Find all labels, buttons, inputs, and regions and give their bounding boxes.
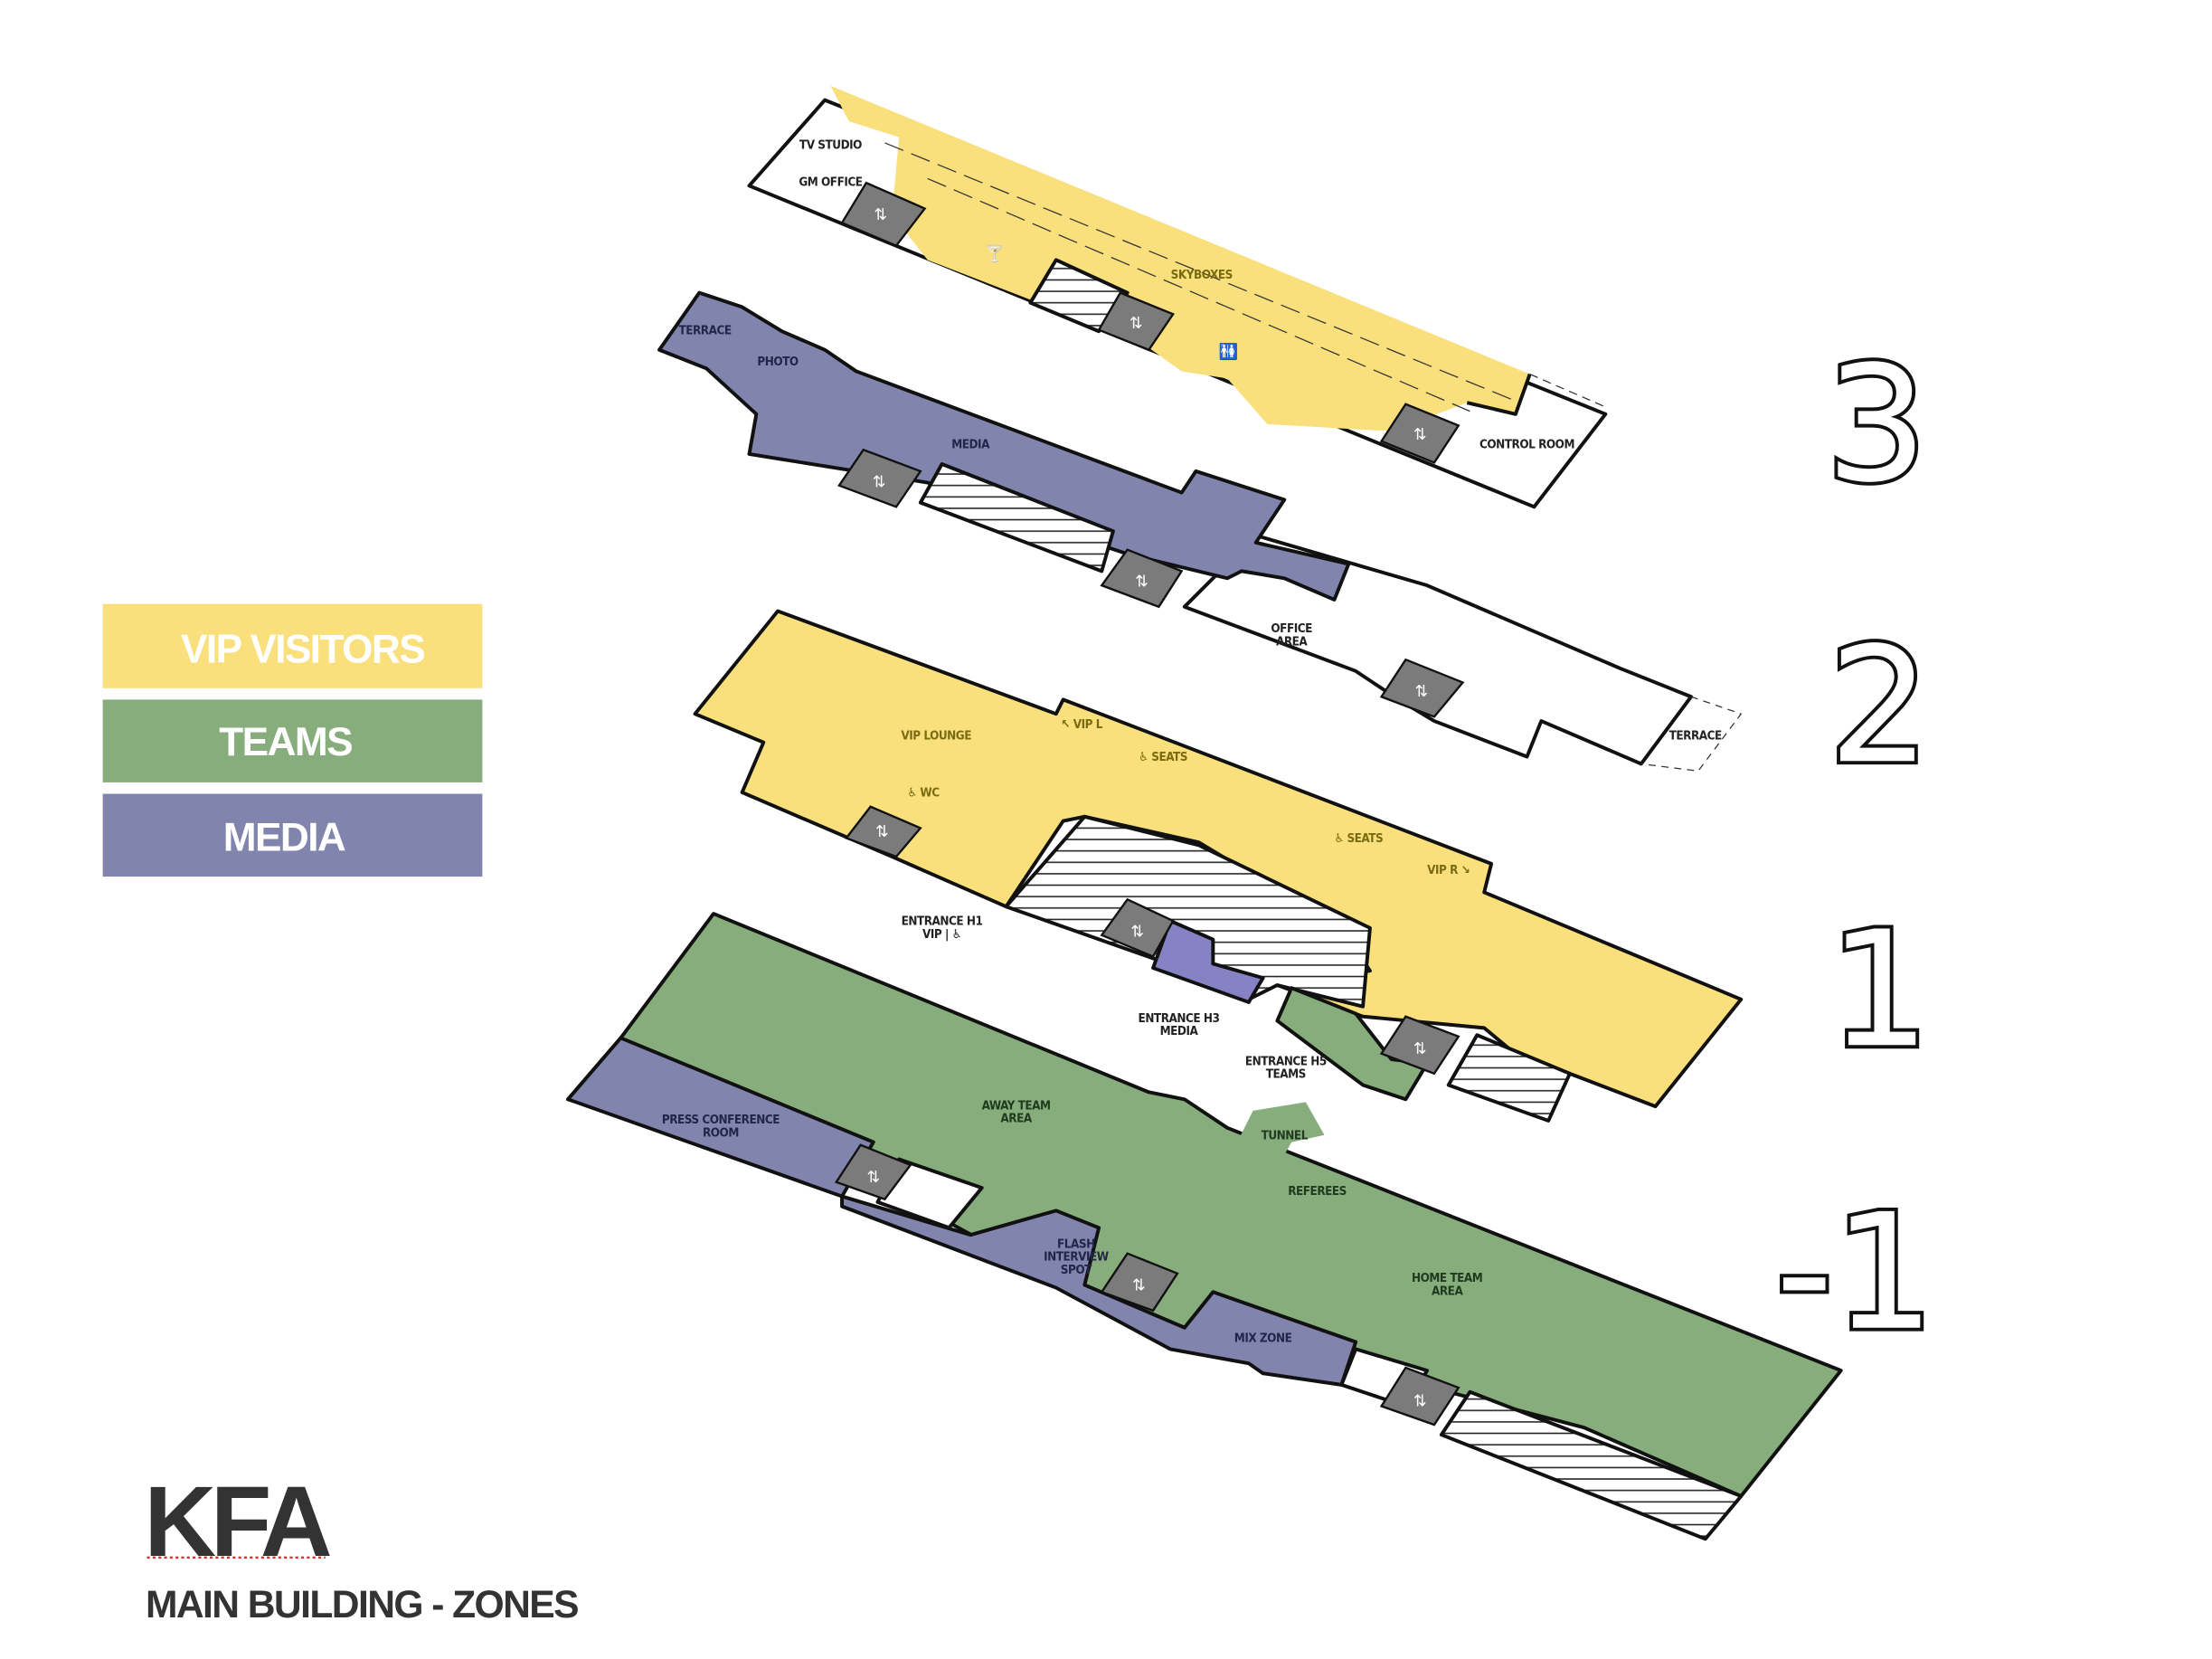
svg-text:⇅: ⇅ — [1414, 682, 1428, 700]
legend-media-label: MEDIA — [223, 816, 345, 860]
home-team-label-2: AREA — [1432, 1285, 1463, 1298]
seats-1-label: ♿ SEATS — [1139, 751, 1187, 764]
legend-vip-label: VIP VISITORS — [181, 627, 424, 671]
bar-icon: 🍸 — [985, 243, 1005, 262]
svg-text:⇅: ⇅ — [875, 822, 889, 840]
svg-text:⇅: ⇅ — [1132, 1276, 1146, 1294]
level-number-1: 1 — [1829, 896, 1930, 1083]
legend: VIP VISITORS TEAMS MEDIA — [102, 603, 483, 877]
flash-interview-label-2: INTERVIEW — [1044, 1251, 1109, 1265]
away-team-label-2: AREA — [1000, 1113, 1032, 1126]
svg-text:⇅: ⇅ — [1130, 922, 1144, 940]
wc-icon: 🚻 — [1219, 343, 1239, 361]
svg-text:⇅: ⇅ — [1413, 425, 1427, 443]
tunnel-zone — [1215, 1102, 1325, 1207]
tunnel-label: TUNNEL — [1262, 1129, 1309, 1142]
vip-lounge-label: VIP LOUNGE — [901, 730, 971, 744]
level-number-2: 2 — [1829, 612, 1930, 799]
vip-r-label: VIP R ↘ — [1427, 864, 1470, 877]
level-3-floor: ⇅ ⇅ ⇅ TV STUDIO GM OFFICE SKYBOXES CONTROL… — [747, 85, 1608, 509]
away-team-label: AWAY TEAM — [982, 1099, 1051, 1113]
svg-text:⇅: ⇅ — [867, 1168, 881, 1186]
level-minus-1-floor: ⇅ ⇅ ⇅ PRESS CONFERENCE ROOM AWAY TEAM AREA… — [566, 912, 1843, 1541]
gm-office-label: GM OFFICE — [799, 175, 862, 189]
terrace-left-label: TERRACE — [678, 324, 731, 337]
skyboxes-label: SKYBOXES — [1171, 269, 1233, 282]
vip-l-label: ↖ VIP L — [1061, 718, 1102, 732]
home-team-label: HOME TEAM — [1412, 1272, 1482, 1285]
legend-media-swatch — [102, 793, 483, 877]
skyboxes-zone — [830, 85, 1530, 431]
seats-2-label: ♿ SEATS — [1334, 832, 1383, 846]
svg-text:⇅: ⇅ — [873, 472, 886, 490]
entrance-h3-label: ENTRANCE H3 — [1139, 1012, 1220, 1026]
media-corridor-zone — [840, 1194, 1358, 1387]
mix-zone-label: MIX ZONE — [1234, 1332, 1292, 1346]
svg-text:⇅: ⇅ — [1413, 1039, 1427, 1057]
entrance-h3-sublabel: MEDIA — [1160, 1025, 1199, 1038]
subtitle: MAIN BUILDING - ZONES — [146, 1583, 578, 1626]
entrance-h5-sublabel: TEAMS — [1266, 1068, 1306, 1082]
kfa-logo: KFA — [144, 1466, 330, 1578]
office-area-label-2: AREA — [1276, 635, 1308, 649]
entrance-h5-label: ENTRANCE H5 — [1245, 1055, 1327, 1068]
svg-text:⇅: ⇅ — [1413, 1392, 1427, 1410]
media-zone — [657, 290, 1351, 602]
tv-studio-label: TV STUDIO — [799, 138, 862, 152]
terrace-right-label: TERRACE — [1669, 730, 1722, 744]
entrance-h3-media-zone — [1151, 919, 1265, 1004]
photo-label: PHOTO — [757, 356, 799, 369]
legend-vip-swatch — [102, 603, 483, 688]
entrance-h1-sublabel: VIP | ♿ — [922, 928, 961, 942]
legend-teams-swatch — [102, 699, 483, 782]
teams-entrance-zone — [1275, 986, 1430, 1102]
press-conference-label-2: ROOM — [703, 1126, 739, 1140]
svg-text:⇅: ⇅ — [1135, 573, 1149, 591]
referees-label: REFEREES — [1288, 1185, 1347, 1199]
wc-accessible-label: ♿ WC — [907, 787, 940, 801]
media-label: MEDIA — [951, 439, 990, 452]
level-1-floor: ⇅ ⇅ ⇅ VIP LOUNGE ↖ VIP L ♿ SEATS ♿ SEATS V… — [693, 609, 1744, 1123]
press-conference-label: PRESS CONFERENCE — [662, 1114, 780, 1127]
office-area-label: OFFICE — [1271, 622, 1312, 636]
svg-text:⇅: ⇅ — [1130, 314, 1143, 332]
level-number-minus-1: -1 — [1775, 1180, 1934, 1366]
entrance-h1-label: ENTRANCE H1 — [902, 915, 983, 929]
flash-interview-label: FLASH — [1057, 1237, 1095, 1251]
level-2-floor: ⇅ ⇅ ⇅ TERRACE PHOTO MEDIA OFFICE AREA TERR… — [657, 290, 1743, 772]
level-number-3: 3 — [1826, 331, 1927, 517]
svg-text:⇅: ⇅ — [874, 205, 887, 223]
control-room-label: CONTROL ROOM — [1479, 439, 1574, 452]
flash-interview-label-3: SPOT — [1061, 1264, 1092, 1277]
legend-teams-label: TEAMS — [219, 720, 352, 764]
